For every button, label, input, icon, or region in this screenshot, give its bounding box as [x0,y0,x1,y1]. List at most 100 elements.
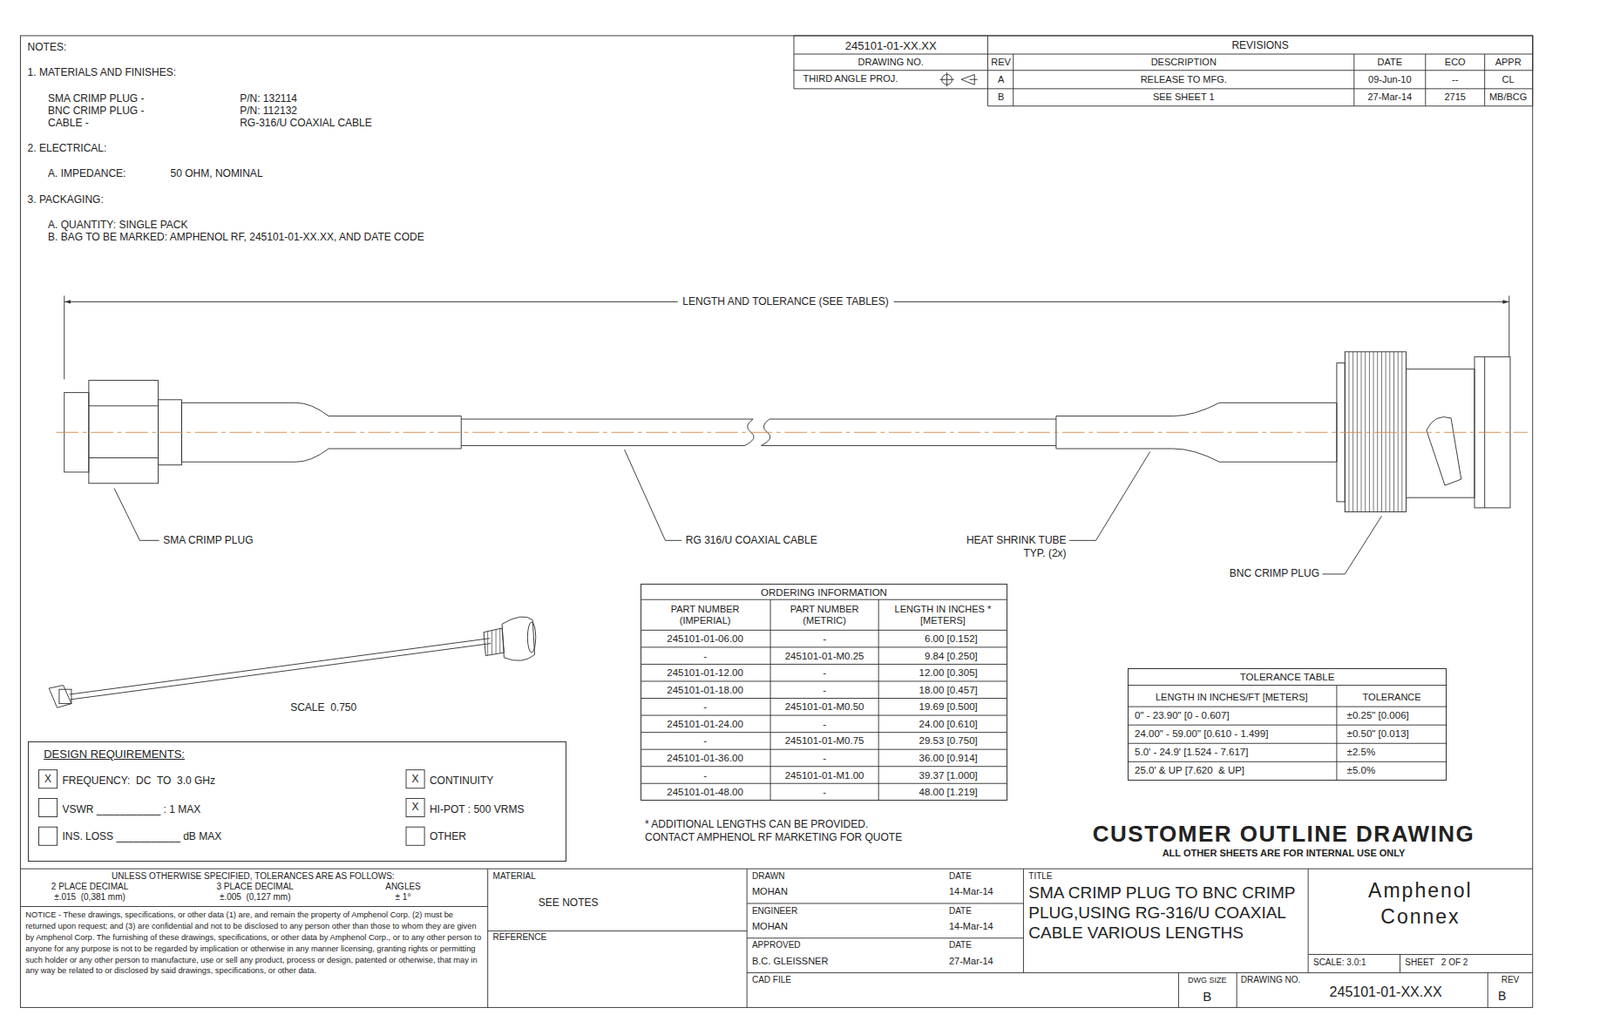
drawing-label: P/N: 112132 [239,105,298,118]
drawing-label: RG-316/U COAXIAL CABLE [239,117,373,130]
drawing-label: APPR [1495,56,1522,68]
drawing-label: LENGTH IN INCHES/FT [METERS] [1155,691,1309,703]
drawing-label: REV [990,56,1011,68]
drawing-label: MB/BCG [1489,91,1527,103]
drawing-label: A. IMPEDANCE: [47,168,126,181]
drawing-label: ±.015 (0,381 mm) [54,893,126,904]
table-heading: TOLERANCE TABLE [1128,669,1446,687]
drawing-label: 12.00 [0.305] [919,668,978,680]
drawing-label: ECO [1444,56,1466,68]
drawing-label: 245101-01-XX.XX [1329,984,1443,1001]
drawing-label: UNLESS OTHERWISE SPECIFIED, TOLERANCES A… [111,871,395,882]
drawing-label: 18.00 [0.457] [919,684,978,697]
drawing-label: REFERENCE [493,932,548,943]
drawing-label: 39.37 [1.000] [919,770,978,782]
drawing-label: 25.0' & UP [7.620 & UP] [1134,766,1245,778]
drawing-label: 1. MATERIALS AND FINISHES: [27,67,177,80]
drawing-label: TITLE [1028,871,1052,882]
drawing-label: ±0.50" [0.013] [1347,728,1410,740]
drawing-label: MOHAN [752,886,788,898]
drawing-label: 245101-01-48.00 [666,787,744,800]
drawing-label: MOHAN [752,921,788,933]
drawing-label: 245101-01-M1.00 [785,770,865,782]
drawing-label: 2. ELECTRICAL: [27,142,108,156]
table-heading: DESIGN REQUIREMENTS: [43,747,185,761]
drawing-label: DATE [949,871,972,882]
drawing-label: HI-POT : 500 VRMS [429,804,524,817]
drawing-label: CABLE - [47,117,89,130]
drawing-label: - [703,736,707,748]
drawing-label: B [1202,989,1212,1004]
drawing-label: 19.69 [0.500] [919,702,978,714]
drawing-label: B [1498,989,1506,1004]
drawing-label: MATERIAL [493,871,536,882]
drawing-label: DATE [949,906,972,917]
drawing-label: SMA CRIMP PLUG - [47,93,144,106]
drawing-label: 48.00 [1.219] [919,787,978,800]
drawing-label: ±5.0% [1347,766,1377,778]
drawing-label: DATE [1377,56,1404,68]
drawing-label: TYP. (2x) [1023,548,1066,561]
drawing-label: LENGTH AND TOLERANCE (SEE TABLES) [677,296,895,309]
drawing-label: 50 OHM, NOMINAL [170,168,264,181]
drawing-label: CAD FILE [752,976,792,987]
drawing-label: -- [1451,74,1458,86]
drawing-label: 0" - 23.90" [0 - 0.607] [1134,710,1230,722]
drawing-label: 24.00 [0.610] [919,718,978,731]
drawing-label: DRAWING NO. [858,56,924,68]
drawing-label: 6.00 [0.152] [924,634,978,646]
drawing-label: 27-Mar-14 [1367,91,1412,103]
drawing-label: SHEET 2 OF 2 [1404,958,1468,970]
drawing-label: B. BAG TO BE MARKED: AMPHENOL RF, 245101… [47,231,425,245]
drawing-label: 245101-01-M0.25 [785,650,865,663]
drawing-label: PART NUMBER (IMPERIAL) [649,603,762,626]
drawing-label: LENGTH IN INCHES * [METERS] [881,603,1005,626]
drawing-label: OTHER [429,831,467,844]
drawing-label: 245101-01-M0.75 [785,736,865,748]
drawing-label: - [822,668,827,680]
drawing-label: REVISIONS [1231,40,1289,53]
drawing-label: THIRD ANGLE PROJ. [803,73,899,85]
drawing-label: 245101-01-36.00 [666,752,744,765]
drawing-label: 2715 [1444,91,1465,103]
drawing-label: SEE NOTES [538,898,599,911]
drawing-label: INS. LOSS ___________ dB MAX [61,831,222,844]
drawing-label: NOTES: [27,41,68,55]
drawing-label: BNC CRIMP PLUG [1229,568,1320,581]
drawing-label: RELEASE TO MFG. [1140,74,1228,86]
drawing-label: NOTICE - These drawings, specifications,… [25,909,485,977]
drawing-label: PART NUMBER (METRIC) [773,603,876,626]
drawing-label: 24.00" - 59.00" [0.610 - 1.499] [1134,728,1268,740]
drawing-label: 9.84 [0.250] [924,650,978,663]
drawing-label: DWG SIZE [1187,976,1228,985]
drawing-label: - [703,770,707,782]
drawing-label: 245101-01-06.00 [666,634,744,646]
drawing-label: 27-Mar-14 [949,955,994,968]
drawing-label: 3 PLACE DECIMAL [216,881,294,893]
drawing-label: 245101-01-18.00 [666,684,744,697]
drawing-label: REV [1501,976,1520,987]
drawing-label: 245101-01-12.00 [666,668,744,680]
drawing-label: HEAT SHRINK TUBE [966,535,1067,548]
drawing-label: SMA CRIMP PLUG [162,535,253,548]
drawing-label: 36.00 [0.914] [919,752,978,765]
table-box: DESIGN REQUIREMENTS: [27,741,567,862]
drawing-label: X [412,773,420,787]
table-box: TOLERANCE TABLE [1127,668,1447,781]
drawing-label: ±.005 (0,127 mm) [219,893,292,904]
drawing-label: 29.53 [0.750] [919,736,978,748]
drawing-label: DRAWN [752,871,785,882]
drawing-label: ± 1° [395,893,412,904]
drawing-label: CUSTOMER OUTLINE DRAWING [1092,821,1476,848]
drawing-label: 245101-01-M0.50 [785,702,865,714]
drawing-label: DATE [949,941,972,952]
drawing-label: ALL OTHER SHEETS ARE FOR INTERNAL USE ON… [1162,847,1406,860]
drawing-label: 2 PLACE DECIMAL [51,881,129,893]
table-heading: ORDERING INFORMATION [641,584,1006,602]
drawing-label: B [997,91,1004,103]
drawing-label: - [703,702,707,714]
drawing-label: P/N: 132114 [239,93,298,106]
drawing-label: Amphenol Connex [1328,877,1513,931]
drawing-label: SCALE 0.750 [290,702,357,715]
drawing-label: A [997,74,1004,86]
